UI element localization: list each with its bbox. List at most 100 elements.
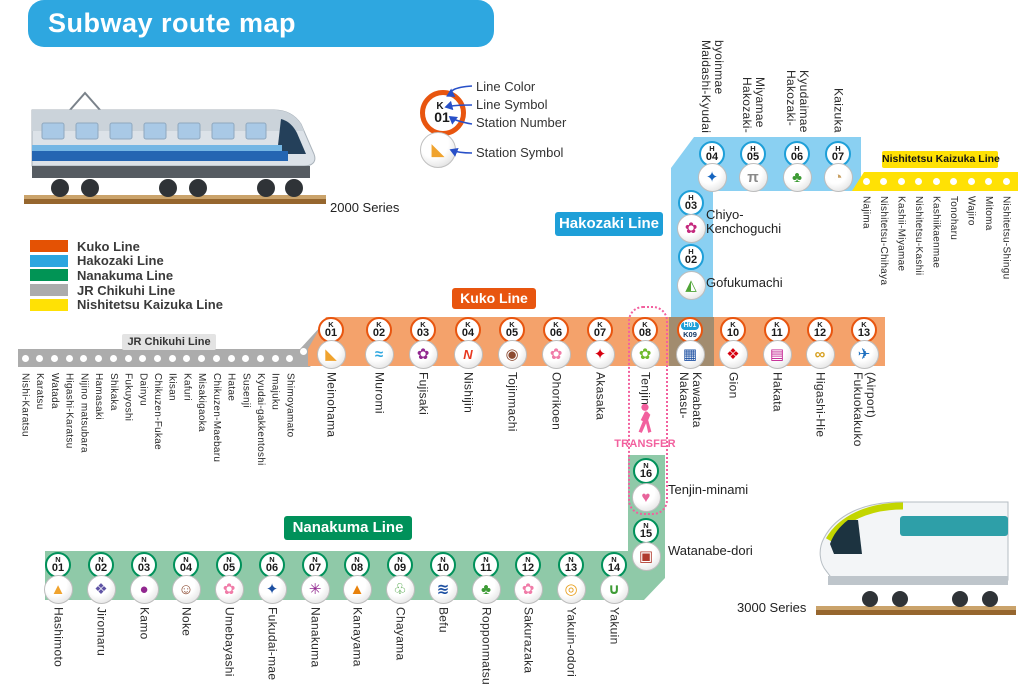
- station-number: 11: [480, 562, 492, 574]
- station-label-maidashi-kyudai-byoinmae: Maidashi-Kyudai byoinmae: [699, 39, 726, 133]
- kaizuka-station-dot: [915, 177, 922, 185]
- bird-icon: ✦: [257, 574, 287, 604]
- station-label-hakata: Hakata: [770, 372, 785, 412]
- jr-station-dot: [65, 354, 73, 362]
- nanakuma-line-swatch: [30, 269, 68, 282]
- kaizuka-station-dot: [880, 177, 887, 185]
- station-number: 06: [549, 327, 563, 339]
- station-number: 16: [639, 468, 653, 480]
- station-label-hakozaki-kyudaimae: Hakozaki- Kyudaimae: [784, 70, 811, 133]
- textile-stripe-icon: ▤: [762, 339, 792, 369]
- kaizuka-line-swatch: [30, 298, 68, 311]
- figure-icon: ✦: [585, 339, 615, 369]
- junction-code-top: H01: [681, 321, 699, 330]
- station-label-sakurazaka: Sakurazaka: [521, 607, 536, 674]
- legend-label-station-number: Station Number: [476, 115, 567, 130]
- kaizuka-station-dot: [932, 177, 940, 185]
- jr-station-dot: [227, 354, 235, 362]
- station-number: 09: [393, 562, 407, 574]
- station-label-umebayashi: Umebayashi: [222, 607, 237, 677]
- station-label-shimoyamato: Shimoyamato: [284, 373, 296, 438]
- station-label-higashi-hie: Higashi-Hie: [813, 372, 828, 438]
- station-label-befu: Befu: [436, 607, 451, 633]
- station-label-chiyo-kenchoguchi: Chiyo- Kenchoguchi: [706, 207, 782, 236]
- jr-station-dot: [153, 354, 161, 362]
- bridge-icon: ≋: [428, 574, 458, 604]
- dolls-icon: ♥: [631, 482, 661, 512]
- legend-label-station-symbol: Station Symbol: [476, 145, 564, 160]
- bird-icon: ✦: [697, 162, 727, 192]
- line-color-legend: Kuko Line Hakozaki Line Nanakuma Line JR…: [30, 239, 223, 312]
- station-number: 08: [638, 327, 652, 339]
- kaizuka-line-legend-label: Nishitetsu Kaizuka Line: [77, 297, 223, 313]
- station-label-shikaka: Shikaka: [107, 373, 119, 411]
- jr-chikuhi-line-legend-label: JR Chikuhi Line: [77, 282, 176, 298]
- station-number: 04: [179, 562, 193, 574]
- station-label-higashi-karatsu: Higashi-Karatsu: [63, 373, 75, 449]
- station-label-tonoharu: Tonoharu: [948, 196, 959, 241]
- jr-station-dot: [242, 354, 250, 362]
- ship-icon: ◭: [676, 270, 706, 300]
- station-label-gofukumachi: Gofukumachi: [706, 275, 783, 290]
- mask-icon: ☺: [171, 574, 201, 604]
- station-number: 10: [726, 327, 740, 339]
- station-label-kanayama: Kanayama: [350, 607, 365, 667]
- jr-station-dot: [80, 354, 88, 362]
- jr-station-dot: [212, 354, 220, 362]
- station-label-najima: Najima: [860, 196, 872, 229]
- jr-station-dot: [183, 354, 191, 362]
- station-label-kashii-miyamae: Kashii-Miyamae: [895, 196, 907, 272]
- station-label-ohorikoen: Ohorikoen: [549, 372, 564, 431]
- kaizuka-station-dot: [967, 177, 975, 185]
- station-label-yakuin-odori: Yakuin-odori: [564, 607, 579, 678]
- station-number: 04: [461, 327, 475, 339]
- kaizuka-station-dot: [862, 177, 870, 185]
- station-label-mitoma: Mitoma: [983, 196, 994, 231]
- station-number: 03: [416, 327, 430, 339]
- jr-station-dot: [198, 354, 206, 362]
- station-label-hakozaki-miyamae: Hakozaki- Miyamae: [740, 76, 767, 133]
- station-number: 15: [639, 528, 653, 540]
- station-number: 02: [372, 327, 386, 339]
- station-label-fukuokakuko-airport: Fukuokakuko (Airport): [851, 372, 878, 447]
- legend-station-symbol-circle: ◣: [420, 132, 456, 168]
- legend-row-kuko: Kuko Line: [30, 239, 223, 254]
- jiromaru-icon: ❖: [86, 574, 116, 604]
- station-label-fujisaki: Fujisaki: [416, 372, 431, 416]
- kuko-line-badge: Kuko Line: [452, 288, 536, 309]
- station-number: 02: [94, 562, 108, 574]
- station-number: 08: [350, 562, 364, 574]
- station-number: 13: [857, 327, 871, 339]
- legend-line-symbol: K: [436, 101, 444, 112]
- station-label-meinohama: Meinohama: [324, 372, 339, 438]
- train-3000-label: 3000 Series: [737, 600, 807, 615]
- shell-icon: ◔: [823, 162, 853, 192]
- station-label-nishitetsu-shingu: Nishitetsu-Shingu: [1000, 196, 1012, 280]
- legend-station-number: 01: [434, 109, 450, 125]
- station-label-misakigaoka: Misakigaoka: [196, 373, 208, 432]
- station-label-gion: Gion: [726, 372, 741, 399]
- jr-station-dot: [50, 354, 58, 362]
- station-label-tenjin-minami: Tenjin-minami: [668, 482, 749, 497]
- knot-icon: ∞: [805, 339, 835, 369]
- kaizuka-station-dot: [985, 177, 992, 185]
- tram-icon: ▣: [631, 541, 661, 571]
- station-label-fukudai-mae: Fukudai-mae: [265, 607, 280, 681]
- kaizuka-station-dot: [950, 177, 957, 185]
- station-number: 02: [684, 254, 698, 266]
- station-label-nijino-matsubara: Nijino matsubara: [78, 373, 90, 453]
- station-number: 07: [593, 327, 607, 339]
- pine-icon: ♣: [471, 574, 501, 604]
- station-label-nishitetsu-kashii: Nishitetsu-Kashii: [913, 196, 924, 276]
- station-label-imajuku: Imajuku: [269, 373, 281, 411]
- station-label-kyudai-gakkentoshi: Kyudai-gakkentoshi: [255, 373, 267, 466]
- jr-station-dot: [299, 347, 307, 355]
- station-number: 04: [705, 151, 719, 163]
- station-label-kashiikaenmae: Kashiikaenmae: [930, 196, 942, 269]
- station-label-muromi: Muromi: [372, 372, 387, 414]
- station-label-nishitetsu-chihaya: Nishitetsu-Chihaya: [878, 196, 889, 286]
